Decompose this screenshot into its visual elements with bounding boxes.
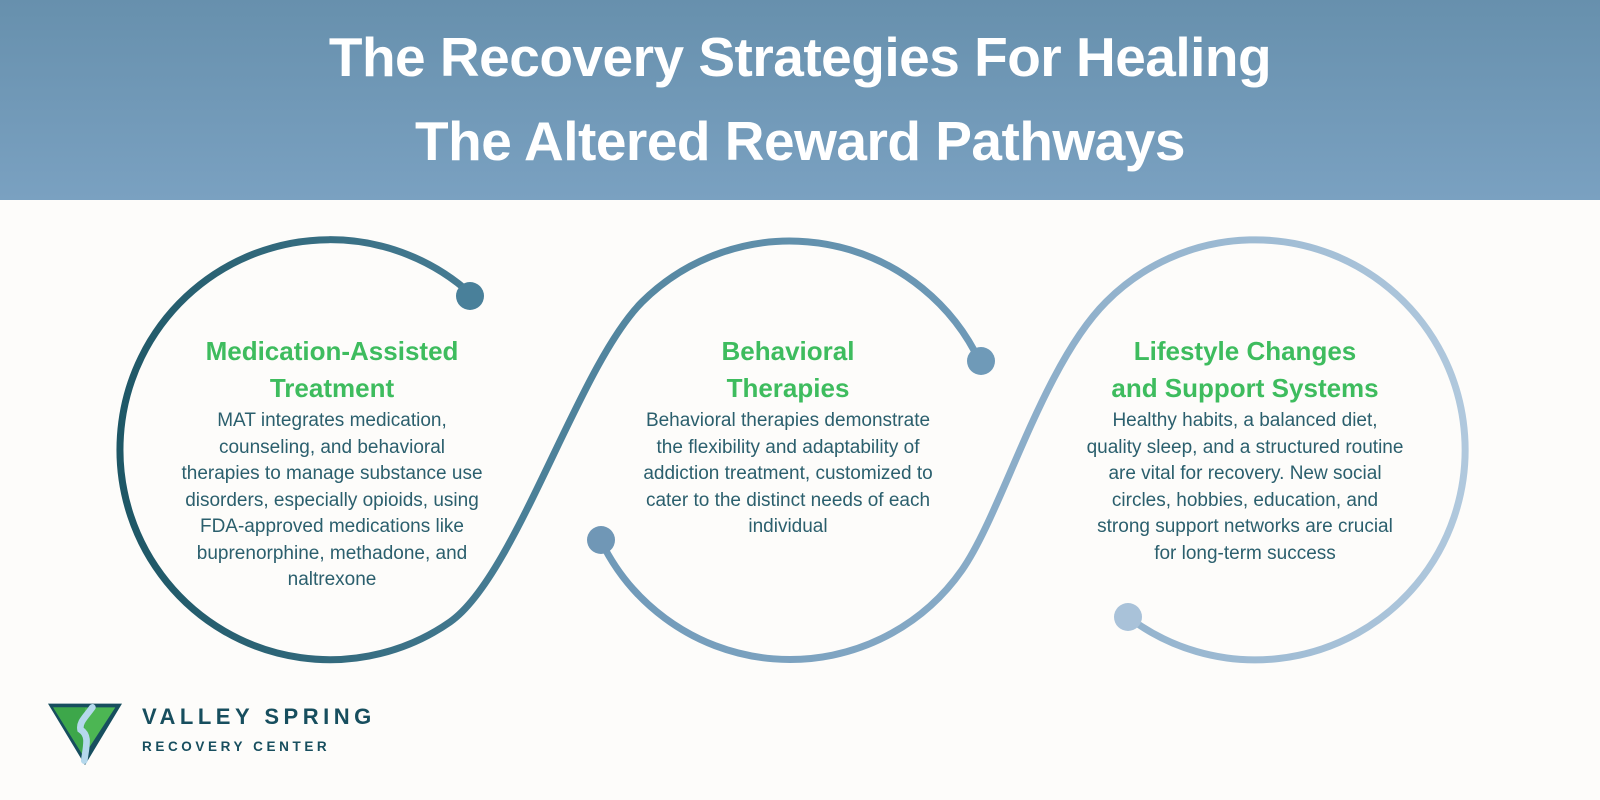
body-line: naltrexone — [287, 569, 377, 590]
body-line: FDA-approved medications like — [199, 516, 464, 537]
card-title-line: Treatment — [269, 373, 395, 403]
connector-dot-2 — [967, 347, 995, 375]
brand-logo: VALLEY SPRING RECOVERY CENTER — [48, 700, 376, 768]
body-line: the flexibility and adaptability of — [656, 436, 920, 458]
body-line: counseling, and behavioral — [218, 436, 446, 458]
body-line: therapies to manage substance use — [181, 463, 483, 484]
card-lifestyle-changes-support-systems: Lifestyle Changes and Support Systems He… — [1055, 333, 1435, 567]
card-title-line: Behavioral — [721, 336, 855, 366]
card-body: MAT integrates medication, counseling, a… — [142, 408, 522, 594]
body-line: are vital for recovery. New social — [1108, 463, 1382, 484]
connector-dot-1 — [456, 282, 484, 310]
connector-dot-4 — [1114, 603, 1142, 631]
card-title-line: Lifestyle Changes — [1133, 336, 1357, 366]
page-title-line-1: The Recovery Strategies For Healing — [328, 26, 1272, 88]
body-line: for long-term success — [1154, 542, 1336, 564]
body-line: individual — [748, 516, 828, 537]
card-medication-assisted-treatment: Medication-Assisted Treatment MAT integr… — [142, 333, 522, 594]
card-title: Medication-Assisted Treatment — [142, 333, 522, 407]
body-line: strong support networks are crucial — [1097, 516, 1393, 537]
brand-name: VALLEY SPRING — [142, 704, 376, 729]
brand-text: VALLEY SPRING RECOVERY CENTER — [142, 700, 376, 754]
card-title-line: and Support Systems — [1111, 373, 1379, 403]
card-body: Healthy habits, a balanced diet, quality… — [1055, 408, 1435, 567]
connector-dot-3 — [587, 526, 615, 554]
body-line: MAT integrates medication, — [217, 410, 447, 431]
card-title: Behavioral Therapies — [598, 333, 978, 407]
card-title: Lifestyle Changes and Support Systems — [1055, 333, 1435, 407]
page-title-line-2: The Altered Reward Pathways — [415, 110, 1185, 172]
card-title-line: Medication-Assisted — [205, 336, 459, 366]
valley-spring-triangle-icon — [48, 703, 122, 766]
body-line: buprenorphine, methadone, and — [196, 542, 468, 564]
card-title-line: Therapies — [726, 373, 850, 403]
body-line: addiction treatment, customized to — [643, 463, 933, 484]
body-line: quality sleep, and a structured routine — [1086, 436, 1404, 458]
circle-2-swoosh-path — [597, 236, 1469, 664]
body-line: cater to the distinct needs of each — [645, 489, 931, 511]
header-banner: The Recovery Strategies For Healing The … — [0, 0, 1600, 200]
circle-1-swoosh-path — [116, 236, 984, 664]
card-body: Behavioral therapies demonstrate the fle… — [598, 408, 978, 541]
body-line: Healthy habits, a balanced diet, — [1112, 410, 1378, 431]
card-behavioral-therapies: Behavioral Therapies Behavioral therapie… — [598, 333, 978, 541]
body-line: disorders, especially opioids, using — [185, 489, 479, 511]
body-line: circles, hobbies, education, and — [1111, 489, 1379, 511]
body-line: Behavioral therapies demonstrate — [645, 410, 931, 431]
brand-subtitle: RECOVERY CENTER — [142, 739, 331, 754]
